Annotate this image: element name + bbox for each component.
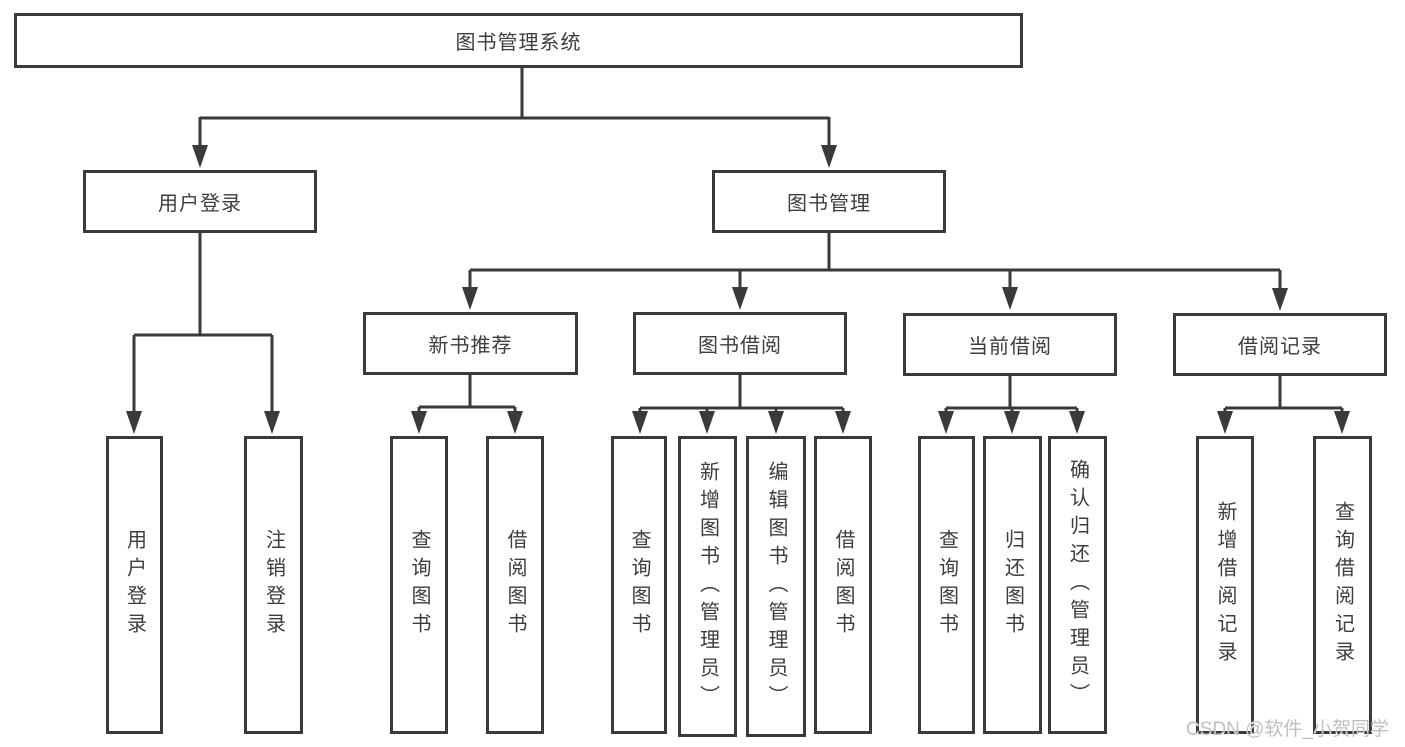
leaf-label: 借阅图书 <box>504 529 526 641</box>
node-borrowing-records: 借阅记录 <box>1173 313 1387 376</box>
arrowhead-icons <box>126 145 1350 434</box>
leaf-user-login: 用户登录 <box>106 436 163 734</box>
node-book-management: 图书管理 <box>712 170 946 233</box>
leaf-label: 归还图书 <box>1001 529 1024 641</box>
leaf-label: 新增借阅记录 <box>1214 501 1236 669</box>
node-user-login: 用户登录 <box>83 170 317 233</box>
connector-paths <box>132 66 1344 426</box>
leaf-label: 查询图书 <box>935 529 958 641</box>
node-label: 当前借阅 <box>968 336 1052 358</box>
leaf-label: 确认归还（管理员） <box>1066 459 1089 711</box>
leaf-label: 新增图书（管理员） <box>696 460 719 713</box>
leaf-borrow-books-recommend: 借阅图书 <box>486 436 544 734</box>
node-book-borrowing: 图书借阅 <box>633 312 847 375</box>
leaf-query-borrow-record: 查询借阅记录 <box>1313 436 1372 734</box>
node-current-borrowing: 当前借阅 <box>903 313 1117 376</box>
leaf-logout: 注销登录 <box>244 436 303 734</box>
leaf-confirm-return-admin: 确认归还（管理员） <box>1048 436 1107 734</box>
leaf-add-books-admin: 新增图书（管理员） <box>678 436 737 737</box>
leaf-label: 编辑图书（管理员） <box>765 460 787 713</box>
leaf-label: 查询图书 <box>408 529 430 641</box>
leaf-label: 借阅图书 <box>832 529 854 641</box>
node-label: 借阅记录 <box>1238 336 1322 358</box>
leaf-label: 查询借阅记录 <box>1331 501 1354 669</box>
leaf-query-books-borrow: 查询图书 <box>611 436 667 734</box>
leaf-return-books: 归还图书 <box>983 436 1042 734</box>
leaf-add-borrow-record: 新增借阅记录 <box>1196 436 1254 734</box>
node-label: 图书管理系统 <box>455 32 582 54</box>
node-new-book-recommend: 新书推荐 <box>363 312 578 375</box>
leaf-label: 注销登录 <box>262 529 285 641</box>
leaf-label: 查询图书 <box>628 529 650 641</box>
leaf-label: 用户登录 <box>123 529 146 641</box>
node-label: 用户登录 <box>158 193 242 215</box>
csdn-watermark: CSDN @软件_小贺同学 <box>1186 719 1389 740</box>
node-label: 图书借阅 <box>698 335 782 357</box>
node-library-management-system: 图书管理系统 <box>14 13 1023 68</box>
leaf-query-books-recommend: 查询图书 <box>390 436 448 734</box>
leaf-edit-books-admin: 编辑图书（管理员） <box>746 436 806 737</box>
leaf-borrow-books: 借阅图书 <box>814 436 872 734</box>
leaf-query-books-current: 查询图书 <box>918 436 975 734</box>
node-label: 新书推荐 <box>428 335 513 357</box>
node-label: 图书管理 <box>787 193 871 215</box>
